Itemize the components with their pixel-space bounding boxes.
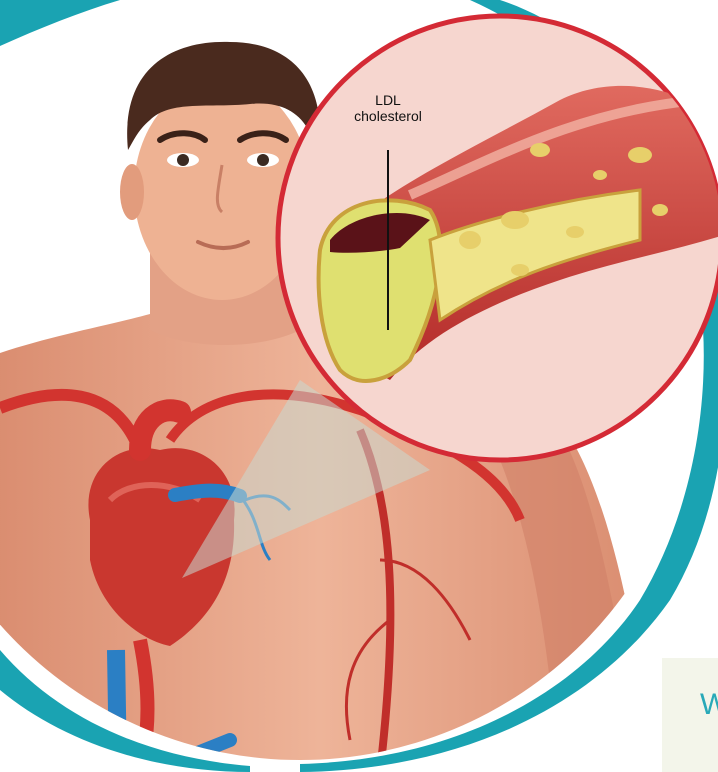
ldl-label-line2: cholesterol	[318, 108, 458, 124]
plaque-blob	[566, 226, 584, 238]
ldl-cholesterol-label: LDL cholesterol	[318, 92, 458, 124]
plaque-blob	[628, 147, 652, 163]
plaque-blob	[459, 231, 481, 249]
callout-circle	[278, 16, 718, 460]
plaque-blob	[530, 143, 550, 157]
vein	[175, 491, 240, 496]
plaque-blob	[593, 170, 607, 180]
plaque-blob	[652, 204, 668, 216]
plaque-blob	[511, 264, 529, 276]
plaque-blob	[501, 211, 529, 229]
ldl-label-line1: LDL	[318, 92, 458, 108]
